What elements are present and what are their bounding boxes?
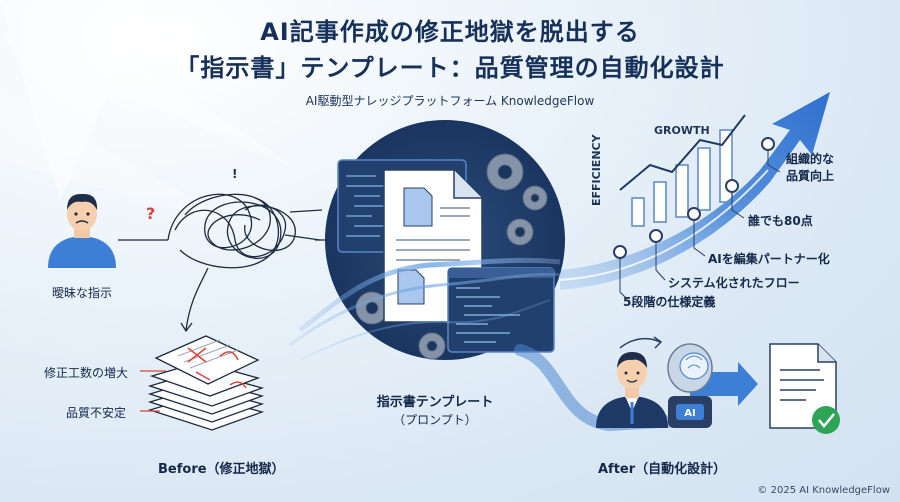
subtitle: AI駆動型ナレッジプラットフォーム KnowledgeFlow [305,94,595,108]
light-flow-decoration [298,257,561,332]
template-document-icon [383,169,483,323]
efficiency-label: EFFICIENCY [590,133,603,206]
title-line-2: 「指示書」テンプレート：品質管理の自動化設計 [175,54,725,82]
tangled-lines-icon [118,193,323,269]
exclamation-mark-icon: ! [232,167,237,181]
result-document-icon [769,343,837,429]
growth-label: GROWTH [654,124,710,137]
confused-person-icon [48,193,116,268]
milestone-label-2: システム化されたフロー [668,276,800,290]
milestone-label-3: AIを編集パートナー化 [708,252,830,266]
vague-instruction-label: 曖昧な指示 [52,286,113,300]
milestone-label-5a: 組織的な [786,152,835,166]
before-caption: Before（修正地獄） [158,462,285,477]
title-line-1: AI記事作成の修正地獄を脱出する [260,18,640,46]
center-caption-line1: 指示書テンプレート [377,394,494,410]
center-caption-line2: （プロンプト） [393,413,477,427]
after-caption: After（自動化設計） [598,462,727,477]
gears-icon [355,153,548,360]
milestone-label-4: 誰でも80点 [748,214,813,228]
businessman-icon [596,352,668,428]
growth-arrow-icon [560,92,830,290]
milestone-label-5b: 品質向上 [786,169,835,183]
code-screen-front-icon [447,267,555,353]
cycle-arrow-icon [619,336,663,349]
milestone-leader-lines [619,150,781,299]
issue-quality-label: 品質不安定 [66,406,127,420]
down-arrow-icon [180,267,209,333]
check-badge-icon [812,406,840,434]
milestone-label-1: 5段階の仕様定義 [623,295,716,309]
issue-workload-label: 修正工数の増大 [44,366,129,380]
stacked-documents-icon [147,335,265,431]
ai-badge: AI [684,408,695,419]
light-rays-decoration [0,0,300,230]
copyright: © 2025 AI KnowledgeFlow [757,485,890,496]
ai-robot-icon [667,343,713,428]
question-mark-icon: ? [146,204,155,223]
